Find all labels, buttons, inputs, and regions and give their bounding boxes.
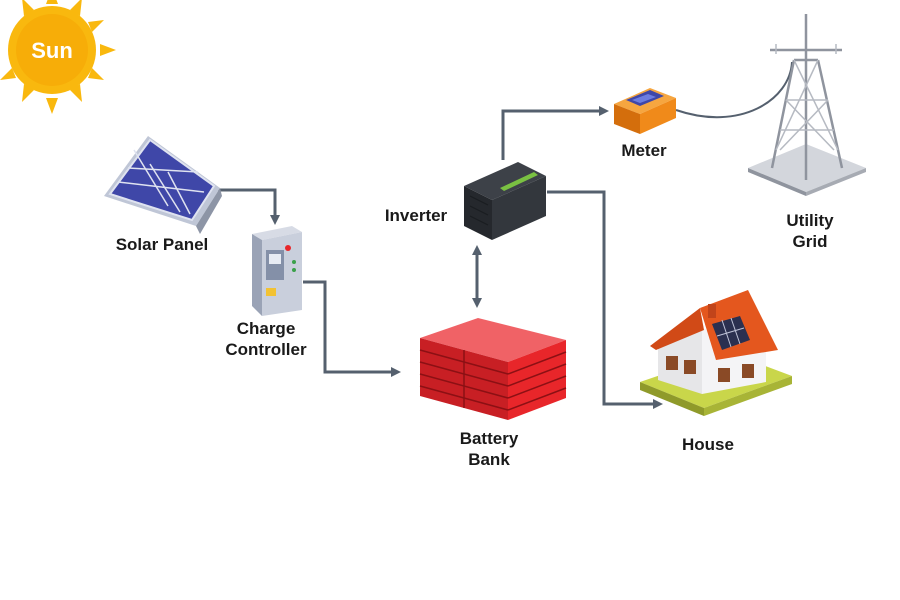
utility-grid-label: Utility Grid (786, 211, 834, 251)
charge-controller-icon (252, 226, 302, 316)
inverter-icon (464, 162, 546, 240)
arrow-inverter-to-meter (501, 106, 609, 160)
sun-icon (0, 0, 116, 114)
arrow-controller-to-battery (303, 280, 401, 377)
meter-icon (614, 88, 676, 134)
utility-grid-icon (748, 14, 866, 196)
battery-bank-icon (419, 318, 567, 420)
arrow-inverter-to-house (547, 190, 663, 409)
sun-label: Sun (31, 38, 73, 63)
house-label: House (682, 435, 734, 454)
charge-controller-label: Charge Controller (225, 319, 307, 359)
connectors (218, 61, 793, 409)
house-icon (640, 290, 792, 416)
meter-label: Meter (621, 141, 667, 160)
meter-grid-cable (675, 61, 793, 119)
arrow-panel-to-controller (218, 188, 280, 225)
inverter-label: Inverter (384, 206, 448, 225)
battery-bank-label: Battery Bank (459, 429, 519, 469)
solar-panel-icon (104, 136, 222, 234)
solar-panel-label: Solar Panel (115, 235, 209, 254)
